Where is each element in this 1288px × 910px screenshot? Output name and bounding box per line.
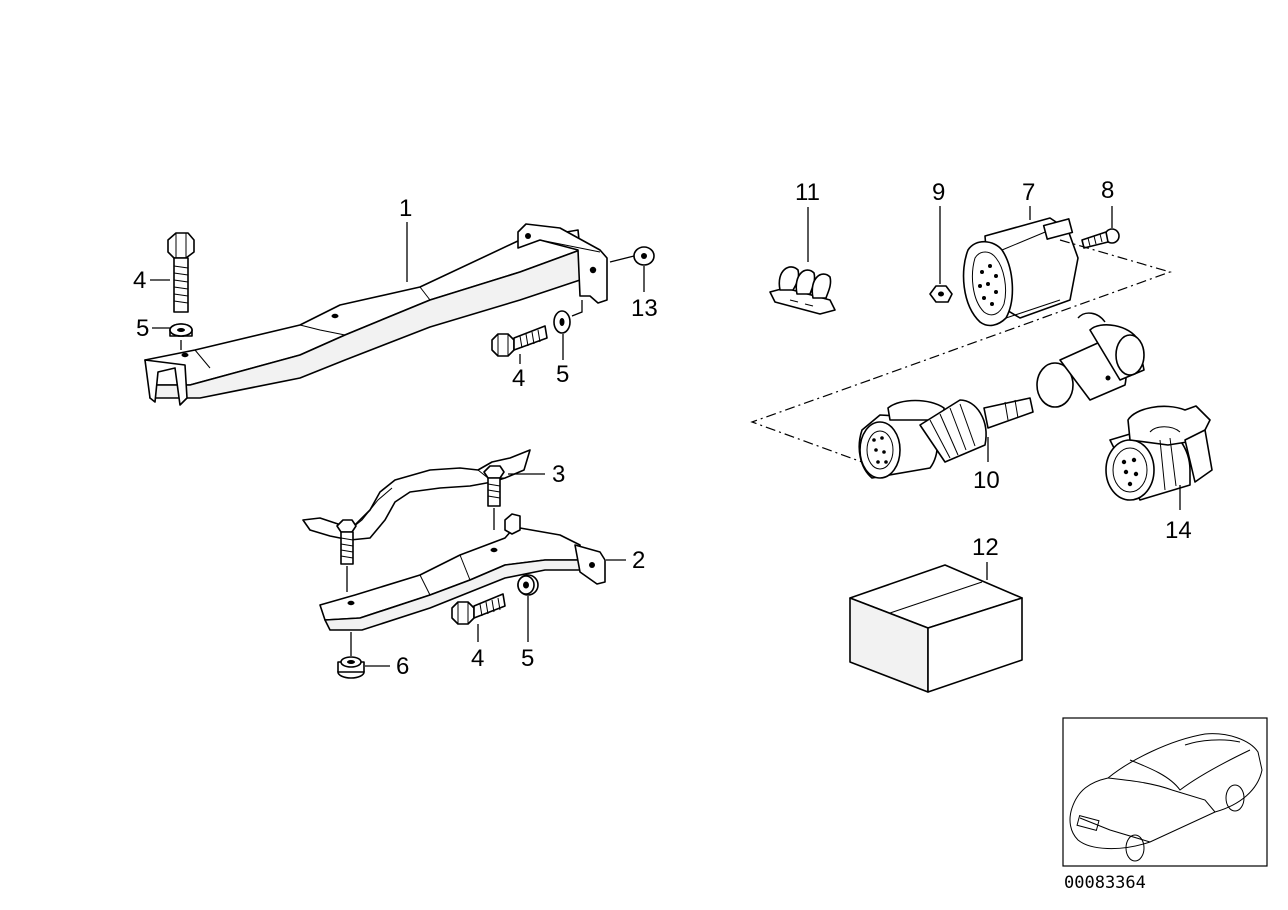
callout-13: 13 xyxy=(631,295,658,322)
callout-2: 2 xyxy=(632,547,645,574)
callout-1: 1 xyxy=(399,195,412,222)
part-3-strap[interactable] xyxy=(302,449,531,565)
callout-3: 3 xyxy=(552,461,565,488)
callout-4-middle: 4 xyxy=(512,365,525,392)
part-5-washer-lower[interactable] xyxy=(517,574,539,596)
part-1-support-bracket[interactable] xyxy=(144,223,608,406)
callout-4-lower: 4 xyxy=(471,645,484,672)
callout-9: 9 xyxy=(932,179,945,206)
callout-14: 14 xyxy=(1165,517,1192,544)
part-8-screw[interactable] xyxy=(1081,228,1120,249)
part-14-adapter[interactable] xyxy=(1105,405,1213,501)
part-11-cable-clip[interactable] xyxy=(769,266,836,315)
part-6-nut[interactable] xyxy=(337,656,365,679)
part-9-nut[interactable] xyxy=(929,285,953,303)
part-13-washer[interactable] xyxy=(633,246,655,266)
part-5-washer-middle[interactable] xyxy=(553,310,571,334)
part-4-bolt-upper[interactable] xyxy=(167,232,195,313)
callout-5-lower: 5 xyxy=(521,645,534,672)
callout-11: 11 xyxy=(795,179,820,206)
part-12-box[interactable] xyxy=(849,564,1023,693)
part-2-lower-bracket[interactable] xyxy=(319,513,606,631)
callout-10: 10 xyxy=(973,467,1000,494)
callout-8: 8 xyxy=(1101,177,1114,204)
callout-12: 12 xyxy=(972,534,999,561)
part-4-bolt-lower[interactable] xyxy=(451,593,506,625)
callout-5-middle: 5 xyxy=(556,361,569,388)
part-10-adapter-cable[interactable] xyxy=(858,312,1145,479)
part-4-bolt-middle[interactable] xyxy=(491,325,548,357)
callout-4-upper: 4 xyxy=(133,267,146,294)
part-5-washer-upper[interactable] xyxy=(169,323,193,337)
assembly-line-lower xyxy=(750,379,871,463)
vehicle-thumbnail xyxy=(1062,717,1268,867)
part-7-trailer-socket[interactable] xyxy=(962,217,1079,327)
callout-7: 7 xyxy=(1022,179,1035,206)
callout-6: 6 xyxy=(396,653,409,680)
assembly-line-upper xyxy=(869,239,1172,381)
callout-5-upper: 5 xyxy=(136,315,149,342)
diagram-reference-number: 00083364 xyxy=(1064,873,1146,893)
